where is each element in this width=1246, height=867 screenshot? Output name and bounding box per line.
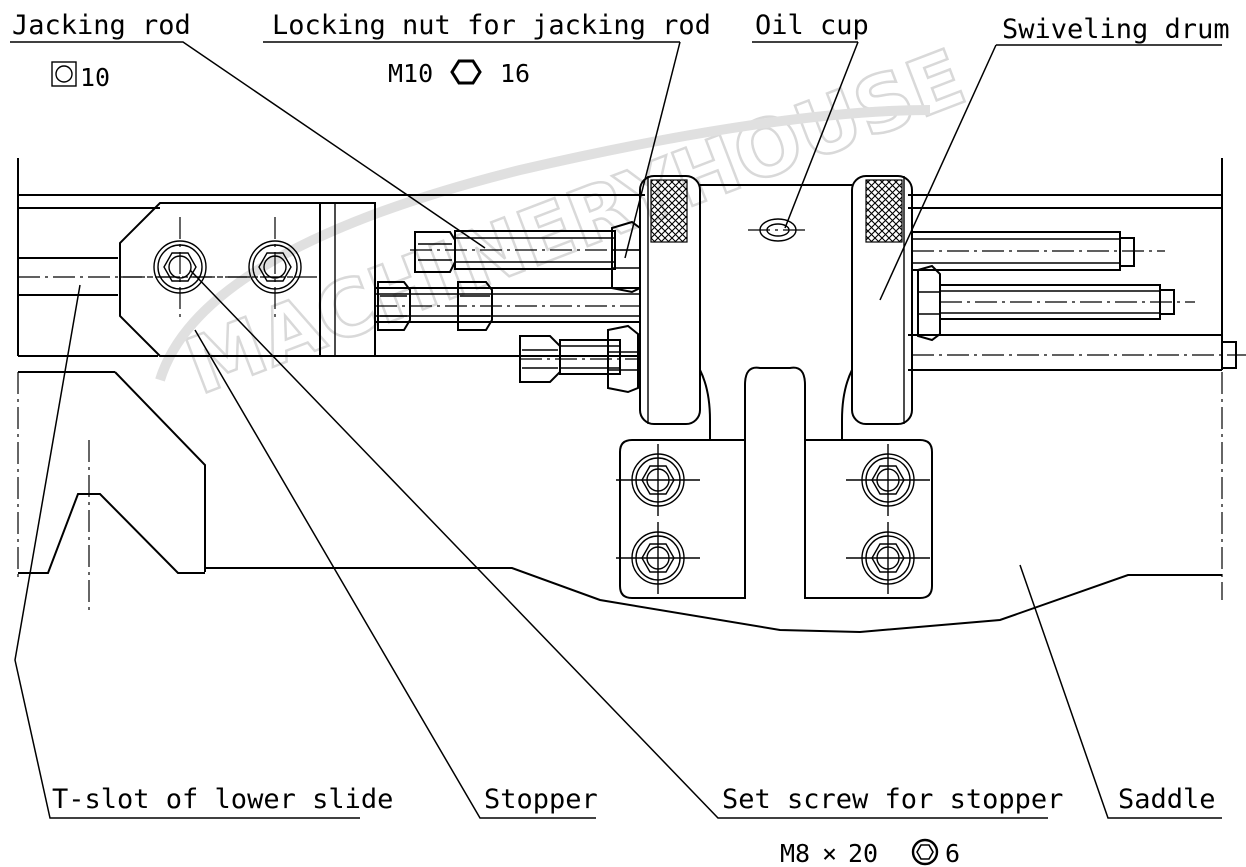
label-jacking-rod-spec: 10 bbox=[80, 63, 110, 92]
jacking-rods-left bbox=[374, 220, 641, 394]
swiveling-drum bbox=[639, 175, 913, 598]
label-jacking-rod: Jacking rod bbox=[12, 10, 191, 41]
label-set-screw: Set screw for stopper bbox=[722, 784, 1063, 815]
label-t-slot: T-slot of lower slide bbox=[52, 784, 393, 815]
label-locking-nut-spec-b: 16 bbox=[500, 59, 530, 88]
bolt-plates bbox=[616, 439, 933, 599]
oil-cup bbox=[748, 218, 810, 242]
lower-slide bbox=[17, 371, 1223, 634]
label-saddle: Saddle bbox=[1118, 784, 1216, 815]
hex-socket-icon bbox=[911, 838, 939, 866]
hexagon-icon bbox=[450, 59, 482, 85]
label-locking-nut: Locking nut for jacking rod bbox=[272, 10, 711, 41]
stopper-block bbox=[119, 202, 376, 357]
leader-lines bbox=[10, 41, 1222, 819]
jacking-rods-right bbox=[911, 231, 1246, 369]
label-locking-nut-spec-a: M10 bbox=[388, 59, 433, 88]
label-swiveling-drum: Swiveling drum bbox=[1002, 14, 1230, 45]
label-stopper: Stopper bbox=[484, 784, 598, 815]
label-set-screw-spec-b: 20 bbox=[848, 839, 878, 867]
labels: Jacking rod 10 Locking nut for jacking r… bbox=[12, 10, 1230, 867]
plate-bolt-1 bbox=[616, 444, 700, 516]
square-socket-icon bbox=[51, 61, 77, 87]
plate-bolt-3 bbox=[846, 444, 930, 516]
stopper-screw-left bbox=[153, 217, 207, 319]
label-set-screw-spec-c: 6 bbox=[945, 839, 960, 867]
label-set-screw-spec-times: × bbox=[822, 839, 837, 867]
plate-bolt-4 bbox=[846, 522, 930, 594]
label-oil-cup: Oil cup bbox=[755, 10, 869, 41]
stopper-screw-right bbox=[248, 217, 302, 319]
frame bbox=[17, 158, 1223, 371]
plate-bolt-2 bbox=[616, 522, 700, 594]
label-set-screw-spec-a: M8 bbox=[780, 839, 810, 867]
